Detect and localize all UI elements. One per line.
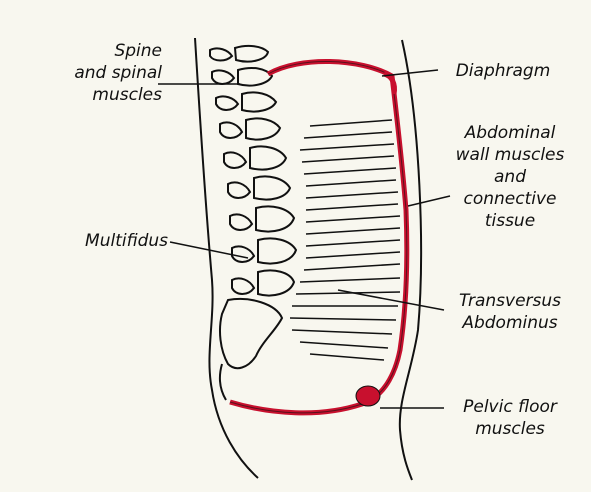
leader-lines [158, 69, 451, 409]
coccyx [218, 363, 227, 401]
core-muscle-ring-outline [229, 61, 408, 414]
label-multifidus: Multifidus [85, 231, 168, 251]
label-abdominal-wall: Abdominal wall muscles and connective ti… [455, 123, 565, 231]
diaphragm-bulge [383, 71, 397, 95]
label-spine: Spine and spinal muscles [74, 41, 162, 105]
abdominal-fibers [289, 119, 401, 361]
label-pelvic-floor: Pelvic floor muscles [463, 397, 557, 439]
sacrum [219, 298, 284, 370]
pelvic-floor-bulge [355, 385, 381, 407]
spine-vertebrae [209, 44, 298, 297]
label-transversus: Transversus Abdominus [458, 291, 562, 333]
body-outline-front [398, 39, 423, 481]
body-outline-back [194, 37, 259, 479]
label-diaphragm: Diaphragm [455, 61, 551, 81]
